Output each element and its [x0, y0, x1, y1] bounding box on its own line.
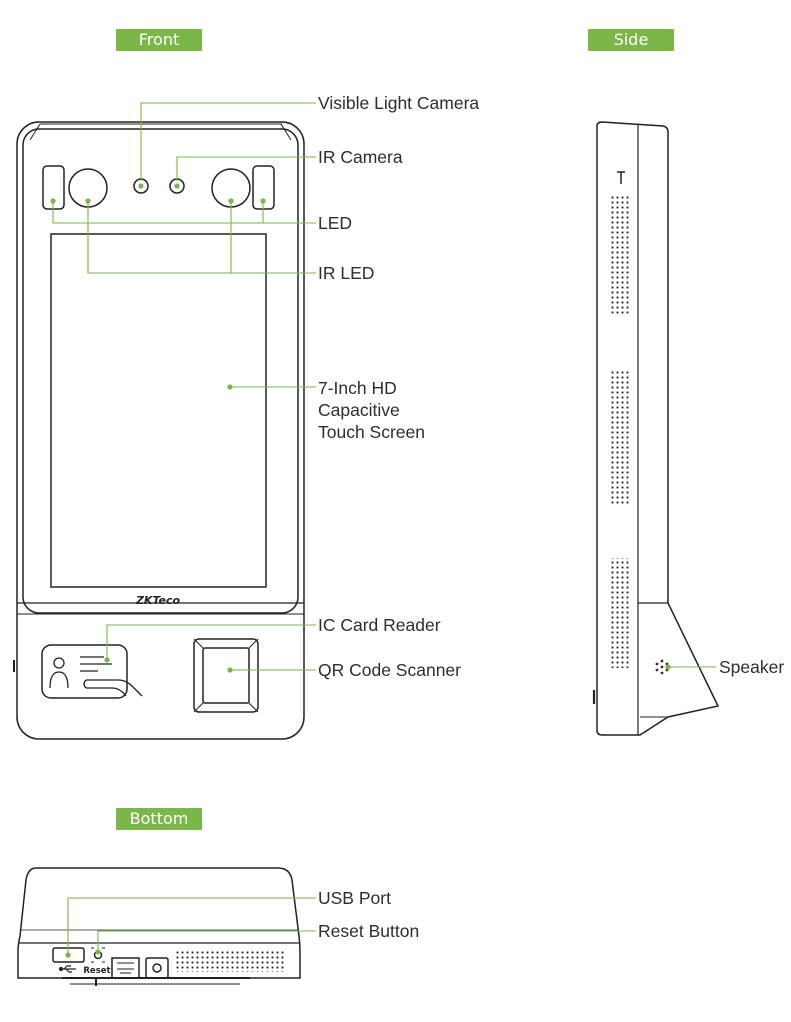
device-logo: ZKTeco — [135, 594, 181, 607]
side-view-tag: Side — [588, 29, 674, 51]
touch-screen — [50, 233, 267, 588]
bottom-body-outline — [17, 867, 301, 979]
label-touch-screen-line2: Capacitive — [318, 400, 400, 420]
lock-connector — [145, 957, 169, 979]
label-ir-camera: IR Camera — [318, 147, 403, 167]
label-ic-card-reader: IC Card Reader — [318, 615, 441, 635]
side-grille-bottom — [611, 558, 631, 668]
front-outer-body — [16, 121, 305, 740]
label-reset-button: Reset Button — [318, 921, 420, 941]
front-inner-bezel — [22, 128, 299, 614]
speaker-grille — [655, 659, 669, 675]
card-icon — [49, 656, 143, 697]
label-touch-screen-line1: 7-Inch HD — [318, 378, 397, 398]
front-view — [13, 121, 305, 740]
label-usb-port: USB Port — [318, 888, 391, 908]
bottom-view-tag: Bottom — [116, 808, 202, 830]
side-grille-top — [611, 195, 631, 315]
bottom-vent-grille — [176, 950, 286, 972]
bottom-view — [17, 867, 301, 986]
side-body-outline — [596, 121, 720, 736]
side-view — [592, 121, 720, 736]
label-touch-screen-line3: Touch Screen — [318, 422, 426, 442]
side-grille-middle — [611, 370, 631, 505]
ic-card-reader-pad — [41, 644, 128, 699]
side-arrow-icon — [617, 171, 625, 184]
label-ir-led: IR LED — [318, 263, 375, 283]
label-visible-light-camera: Visible Light Camera — [318, 93, 480, 113]
callout-leaders — [52, 102, 716, 955]
reset-engraving: Reset — [83, 966, 110, 976]
label-qr-code-scanner: QR Code Scanner — [318, 660, 461, 680]
label-led: LED — [318, 213, 353, 233]
callout-dots — [50, 183, 671, 958]
front-view-tag: Front — [116, 29, 202, 51]
label-speaker: Speaker — [719, 657, 785, 677]
power-connector — [111, 957, 140, 979]
usb-icon — [58, 965, 76, 973]
qr-scanner-window — [193, 638, 259, 713]
